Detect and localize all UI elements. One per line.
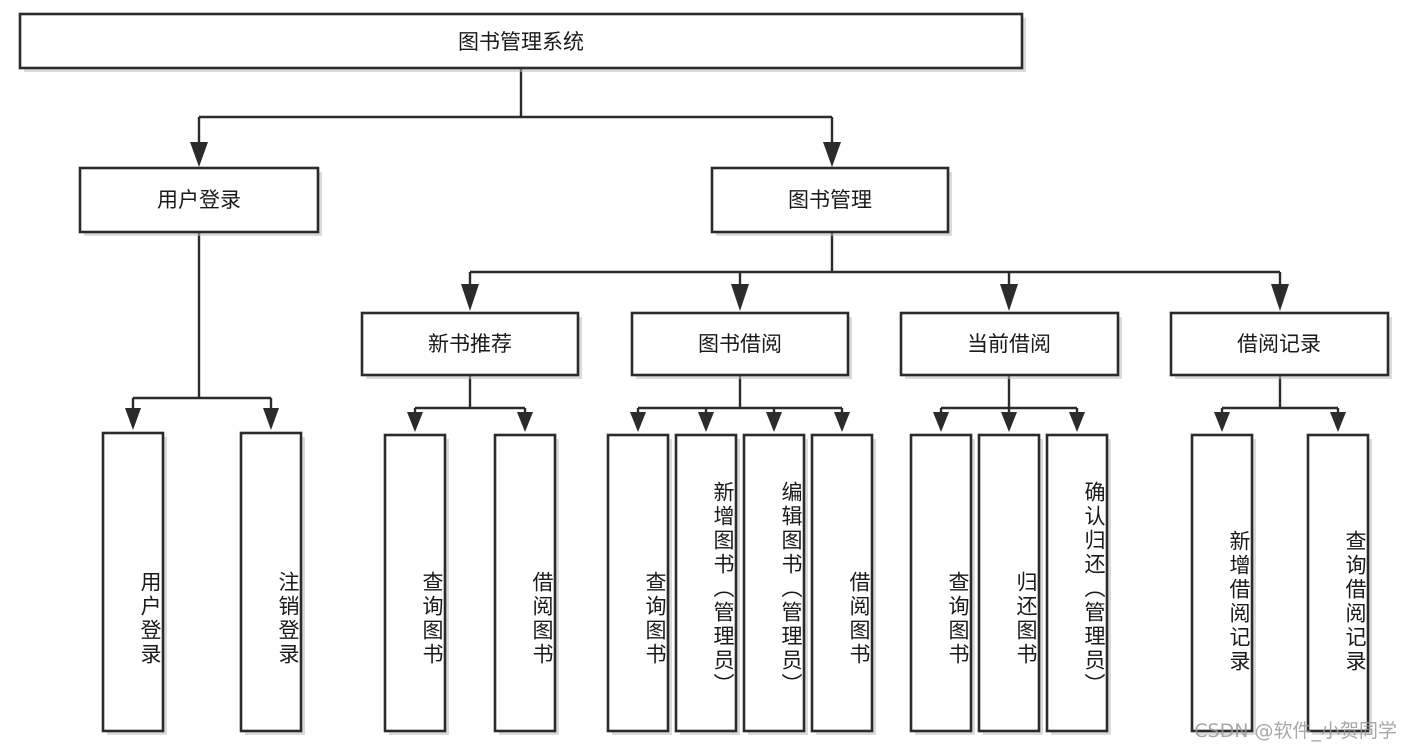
node-book-manage-label: 图书管理 — [788, 188, 872, 212]
connector-group-book-borrow — [630, 375, 850, 432]
node-current-borrow-label: 当前借阅 — [967, 332, 1051, 356]
arrow-head-leaf-ul-1 — [125, 408, 141, 430]
csdn-watermark: CSDN @软件_小贺同学 — [1194, 720, 1397, 742]
leaf-ul-2-box[interactable] — [239, 431, 303, 733]
node-borrow-record[interactable]: 借阅记录 — [1169, 311, 1392, 379]
arrow-head-leaf-cb-2 — [1001, 412, 1017, 432]
leaf-bb-1-box[interactable] — [606, 433, 670, 733]
leaf-br-1-box[interactable] — [1190, 433, 1254, 733]
node-user-login-box[interactable] — [78, 166, 320, 234]
node-borrow-record-label: 借阅记录 — [1237, 332, 1321, 356]
leaf-node-br-2[interactable] — [1306, 433, 1372, 735]
connector-group-user-login — [125, 232, 279, 430]
leaf-bb-2-box[interactable] — [674, 433, 738, 733]
leaf-node-bb-1[interactable] — [606, 433, 672, 735]
leaf-node-bb-3[interactable] — [742, 433, 808, 735]
leaf-node-bb-2[interactable] — [674, 433, 740, 735]
leaf-bb-4-box[interactable] — [810, 433, 874, 733]
arrow-head-leaf-ul-2 — [263, 408, 279, 430]
arrow-head-leaf-bb-3 — [766, 412, 782, 432]
leaf-node-nb-1[interactable] — [383, 433, 449, 735]
leaf-nb-1-box[interactable] — [383, 433, 447, 733]
leaf-bb-3-box[interactable] — [742, 433, 806, 733]
arrow-head-leaf-cb-1 — [933, 412, 949, 432]
arrow-head-book-borrow — [731, 284, 749, 311]
leaf-node-ul-2[interactable] — [239, 431, 305, 735]
arrow-head-leaf-br-1 — [1214, 412, 1230, 432]
node-book-borrow-label: 图书借阅 — [698, 332, 782, 356]
leaf-node-br-1[interactable] — [1190, 433, 1256, 735]
node-book-borrow-box[interactable] — [630, 311, 850, 377]
arrow-head-leaf-bb-1 — [630, 412, 646, 432]
connector-group-borrow-record — [1214, 375, 1346, 432]
leaf-br-2-box[interactable] — [1306, 433, 1370, 733]
connector-group-book-manage — [461, 232, 1289, 311]
arrow-head-user-login — [190, 142, 208, 167]
node-root[interactable]: 图书管理系统 — [18, 12, 1026, 72]
arrow-head-leaf-cb-3 — [1069, 412, 1085, 432]
arrow-head-leaf-bb-2 — [698, 412, 714, 432]
arrow-head-leaf-bb-4 — [834, 412, 850, 432]
arrow-head-leaf-nb-2 — [517, 412, 533, 432]
leaf-node-cb-3[interactable] — [1045, 433, 1111, 735]
leaf-cb-2-box[interactable] — [977, 433, 1041, 733]
node-current-borrow[interactable]: 当前借阅 — [899, 311, 1122, 379]
leaf-node-cb-2[interactable] — [977, 433, 1043, 735]
connector-group-current-borrow — [933, 375, 1085, 432]
node-new-book-label: 新书推荐 — [428, 332, 512, 356]
node-book-manage-box[interactable] — [710, 166, 950, 234]
leaf-cb-1-box[interactable] — [909, 433, 973, 733]
node-book-manage[interactable]: 图书管理 — [710, 166, 952, 236]
leaf-cb-3-box[interactable] — [1045, 433, 1109, 733]
node-current-borrow-box[interactable] — [899, 311, 1120, 377]
node-new-book-box[interactable] — [360, 311, 580, 377]
arrow-head-new-book — [461, 284, 479, 311]
arrow-head-leaf-br-2 — [1330, 412, 1346, 432]
node-new-book[interactable]: 新书推荐 — [360, 311, 582, 379]
leaf-node-ul-1[interactable] — [101, 431, 167, 735]
node-user-login-label: 用户登录 — [157, 188, 241, 212]
arrow-head-borrow-record — [1271, 284, 1289, 311]
node-root-box[interactable] — [18, 12, 1024, 70]
connector-group-new-book — [407, 375, 533, 432]
leaf-nb-2-box[interactable] — [493, 433, 557, 733]
leaf-node-cb-1[interactable] — [909, 433, 975, 735]
leaf-ul-1-box[interactable] — [101, 431, 165, 733]
arrow-head-leaf-nb-1 — [407, 412, 423, 432]
connector-group-root — [190, 68, 841, 167]
node-book-borrow[interactable]: 图书借阅 — [630, 311, 852, 379]
node-user-login[interactable]: 用户登录 — [78, 166, 322, 236]
node-borrow-record-box[interactable] — [1169, 311, 1390, 377]
node-root-label: 图书管理系统 — [458, 30, 584, 54]
arrow-head-current-borrow — [1000, 284, 1018, 311]
arrow-head-book-manage — [823, 142, 841, 167]
leaf-node-bb-4[interactable] — [810, 433, 876, 735]
leaf-node-nb-2[interactable] — [493, 433, 559, 735]
